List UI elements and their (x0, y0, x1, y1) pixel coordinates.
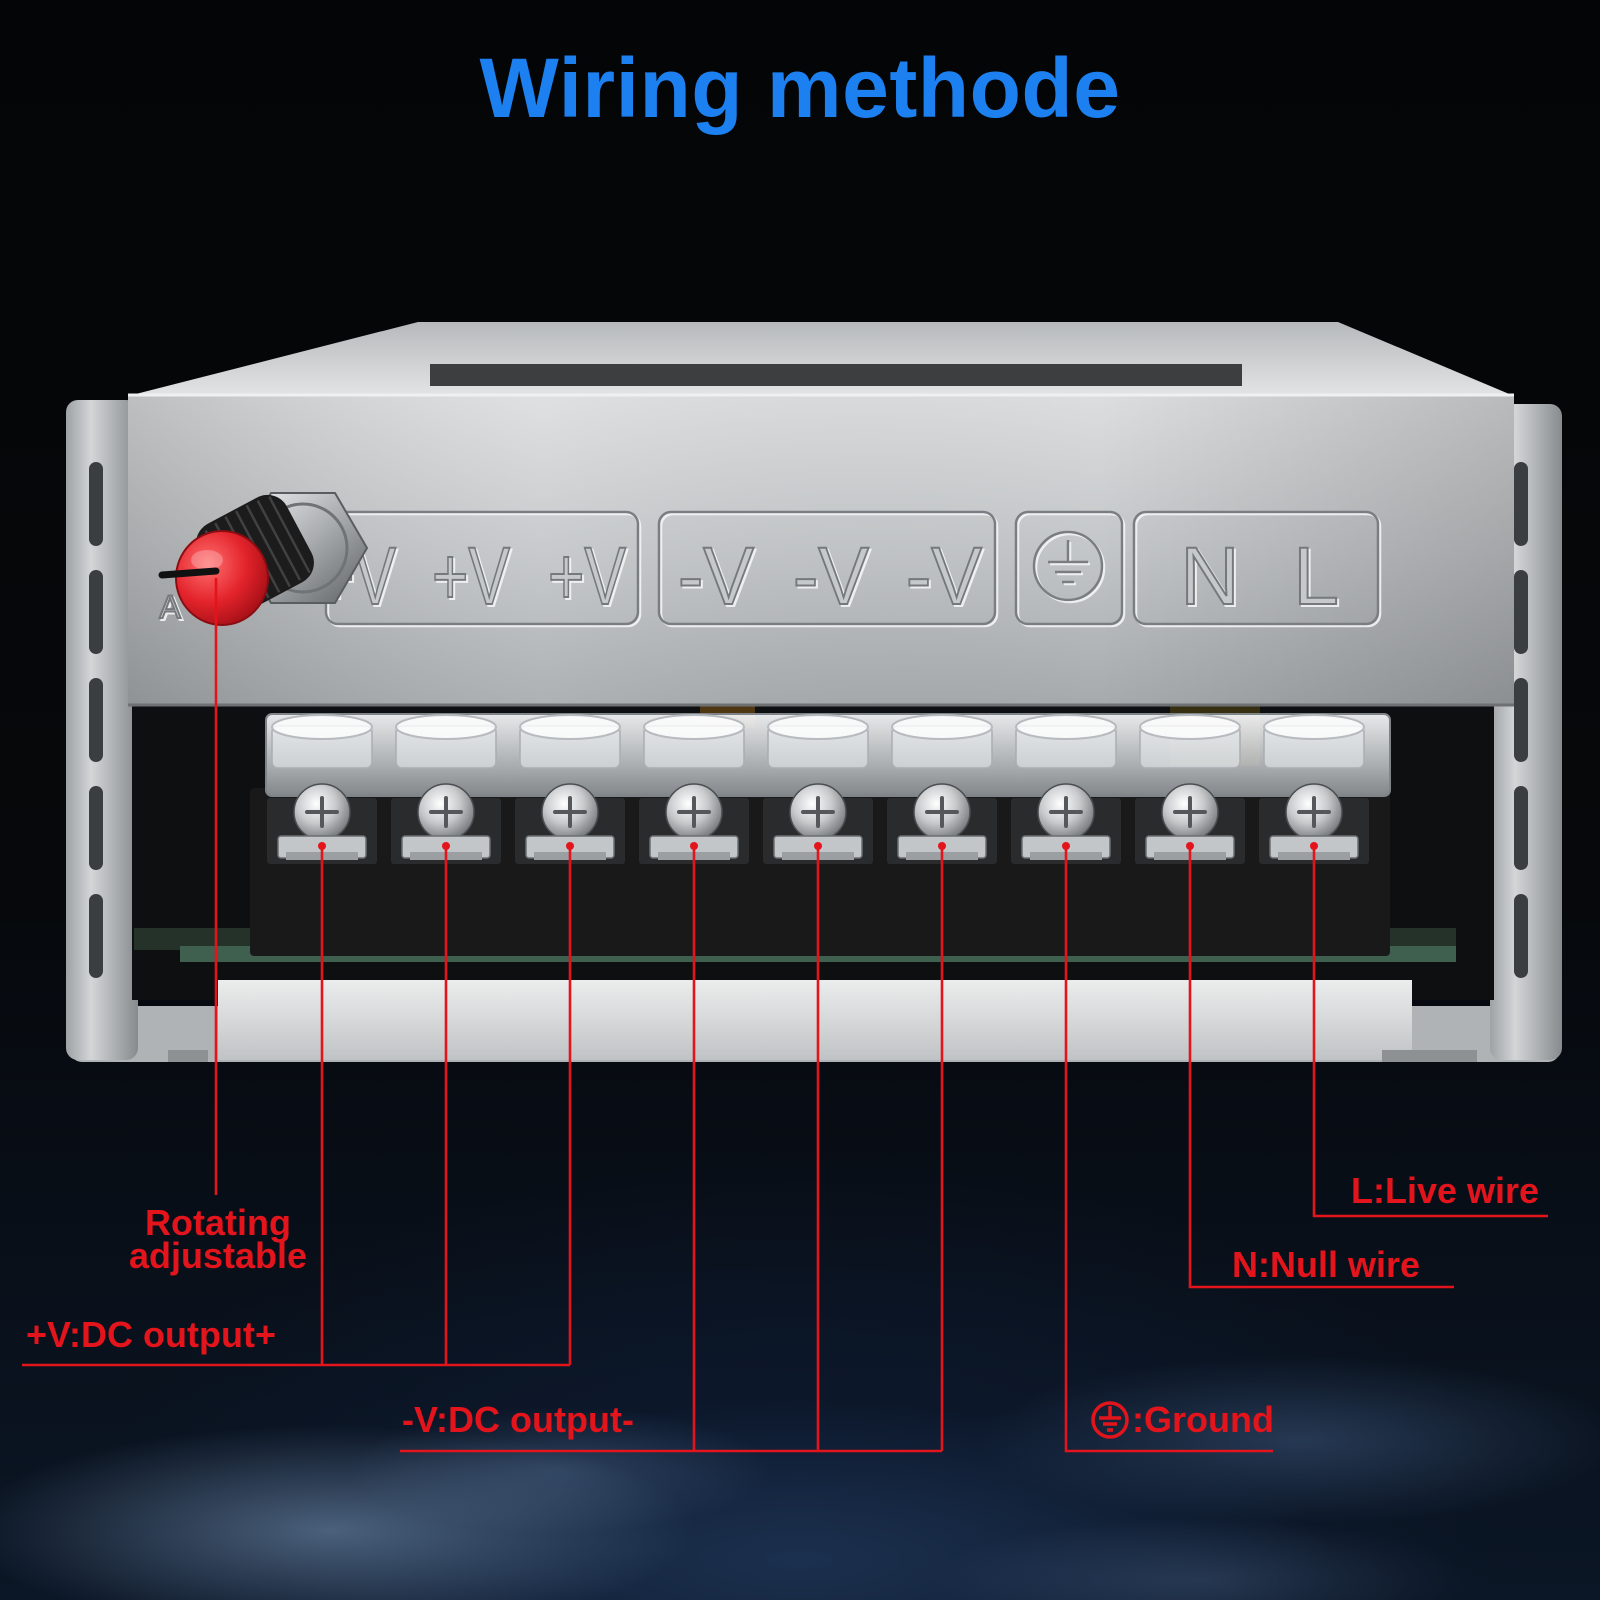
terminal-cover-nub-top (271, 714, 373, 740)
panel-box-minus-v (657, 510, 997, 626)
terminal-6 (887, 714, 997, 864)
vent-slots (89, 462, 1528, 978)
terminal-2 (391, 714, 501, 864)
callout-line-neutral (1188, 846, 1454, 1289)
panel-plus-v-2: +V (432, 531, 510, 622)
terminal-7 (1011, 714, 1121, 864)
screw-slot (677, 796, 711, 828)
callout-line-minus-v (400, 846, 944, 1453)
callout-line-ground (1064, 846, 1273, 1453)
terminal-3 (515, 714, 625, 864)
screw-slot (305, 796, 339, 828)
left-vent-slot (89, 786, 103, 870)
panel-box-nl (1132, 510, 1380, 626)
ground-symbol-icon (1091, 1401, 1129, 1439)
screw-slot (801, 796, 835, 828)
callout-knob-line-2: adjustable (128, 1235, 308, 1276)
knob-indicator (158, 567, 220, 579)
terminal-cover-nub-top (767, 714, 869, 740)
panel-minus-v-1: -V (678, 531, 754, 622)
screw-slot (925, 796, 959, 828)
left-vent-slot (89, 570, 103, 654)
bottom-plate (218, 980, 1412, 1060)
callout-live-wire: L:Live wire (1351, 1170, 1540, 1211)
bottom-tab-left (168, 1050, 208, 1062)
bottom-tab-right (1382, 1050, 1477, 1062)
right-vent-slot (1514, 786, 1528, 870)
terminal-cover-nub-top (643, 714, 745, 740)
knob-red-cap (175, 530, 269, 626)
screw-slot (429, 796, 463, 828)
terminal-screws (267, 714, 1369, 864)
callout-knob-line-1: Rotating (145, 1202, 291, 1243)
terminal-cover-nub-top (519, 714, 621, 740)
knob-cap-highlight (191, 550, 223, 570)
top-cover: A +V +V +V -V -V -V N L (128, 322, 1514, 707)
terminal-cover-nub-top (1015, 714, 1117, 740)
left-vent-slot (89, 678, 103, 762)
right-vent-slot (1514, 462, 1528, 546)
callout-line-live (1312, 846, 1548, 1218)
page-title: Wiring methode (479, 41, 1121, 135)
ground-symbol-icon (1032, 530, 1104, 602)
terminal-cover-nub-top (395, 714, 497, 740)
left-vent-slot (89, 894, 103, 978)
callout-ground-label: :Ground (1132, 1399, 1274, 1440)
screw-slot (1049, 796, 1083, 828)
screw-slot (1173, 796, 1207, 828)
right-vent-slot (1514, 678, 1528, 762)
callout-plus-v-output: +V:DC output+ (26, 1314, 276, 1355)
terminal-cover-nub-top (1139, 714, 1241, 740)
callout-ground: :Ground (1090, 1400, 1274, 1440)
right-vent-slot (1514, 894, 1528, 978)
callout-lines (22, 578, 1548, 1453)
right-vent-slot (1514, 570, 1528, 654)
callout-line-plus-v (22, 846, 572, 1367)
terminal-cover-nub-top (1263, 714, 1365, 740)
panel-plus-v-3: +V (548, 531, 626, 622)
adjustment-knob (158, 492, 369, 626)
panel-live-label: L (1293, 531, 1339, 622)
screw-slot (553, 796, 587, 828)
cover-top-window (430, 364, 1242, 386)
terminal-4 (639, 714, 749, 864)
callout-null-wire: N:Null wire (1232, 1244, 1421, 1285)
callout-minus-v-output: -V:DC output- (402, 1399, 634, 1440)
left-vent-slot (89, 462, 103, 546)
panel-neutral-label: N (1180, 531, 1239, 622)
panel-box-ground (1014, 510, 1124, 626)
terminal-1 (267, 714, 377, 864)
terminal-block (250, 713, 1391, 956)
panel-minus-v-3: -V (906, 531, 982, 622)
screw-slot (1297, 796, 1331, 828)
callout-rotating-adjustable: Rotating adjustable (118, 1202, 318, 1276)
terminal-cover-nub-top (891, 714, 993, 740)
panel-minus-v-2: -V (793, 531, 869, 622)
